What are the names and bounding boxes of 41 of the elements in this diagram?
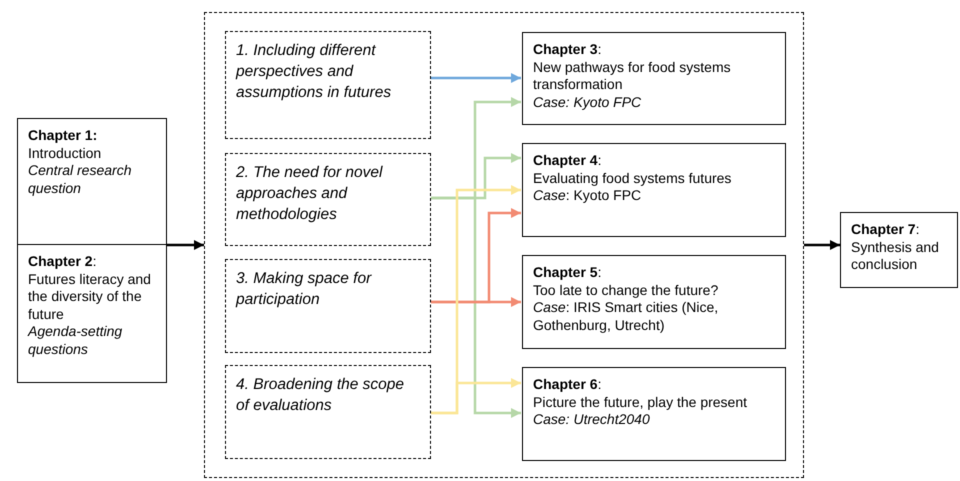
theme-text: 3. Making space for participation [236,269,373,310]
arrow [430,73,521,83]
case-text: Case: IRIS Smart cities (Nice, Gothenburg, Utrecht) [533,299,720,334]
chapter-box [17,245,167,383]
case-text: Central research question [28,162,132,197]
chapter-box [522,32,786,125]
arrow [430,378,521,414]
theme-box [225,31,431,139]
chapter-heading: Chapter 4: [533,152,602,170]
theme-box [225,259,431,353]
chapter-heading: Chapter 7: [851,221,920,238]
theme-text: 4. Broadening the scope of evaluations [236,375,406,416]
theme-text: 2. The need for novel approaches and methodologies [236,163,384,225]
case-text: Case: Utrecht2040 [533,411,651,428]
arrow [430,208,521,304]
chapter-heading: Chapter 6: [533,376,602,394]
chapter-box [522,367,786,461]
chapter-box [522,255,786,349]
case-text: Case: Kyoto FPC [533,187,642,204]
chapter-heading: Chapter 3: [533,41,602,58]
arrow [167,240,204,250]
theme-box [225,153,431,246]
chapter-text: Too late to change the future? [533,282,720,299]
chapter-heading: Chapter 1: [28,127,98,144]
dashed-frame [204,12,804,478]
chapter-box [840,212,958,288]
theme-text: 1. Including different perspectives and assumptions in futures [236,41,392,103]
chapter-text: Evaluating food systems futures [533,170,732,187]
chapter-heading: Chapter 2: [28,253,98,270]
chapter-text: New pathways for food systems transformation [533,58,732,94]
chapter-text: Picture the future, play the present [533,394,748,411]
arrow [804,240,840,250]
case-text: Case: Kyoto FPC [533,94,642,111]
chapter-text: Futures literacy and the diversity of the future [28,270,152,323]
chapter-box [17,118,167,245]
theme-box [225,365,431,459]
chapter-box [522,143,786,237]
chapter-text: Introduction [28,144,102,162]
chapter-heading: Chapter 5: [533,264,602,282]
case-text: Agenda-setting questions [28,323,124,358]
chapter-text: Synthesis and conclusion [851,238,940,274]
